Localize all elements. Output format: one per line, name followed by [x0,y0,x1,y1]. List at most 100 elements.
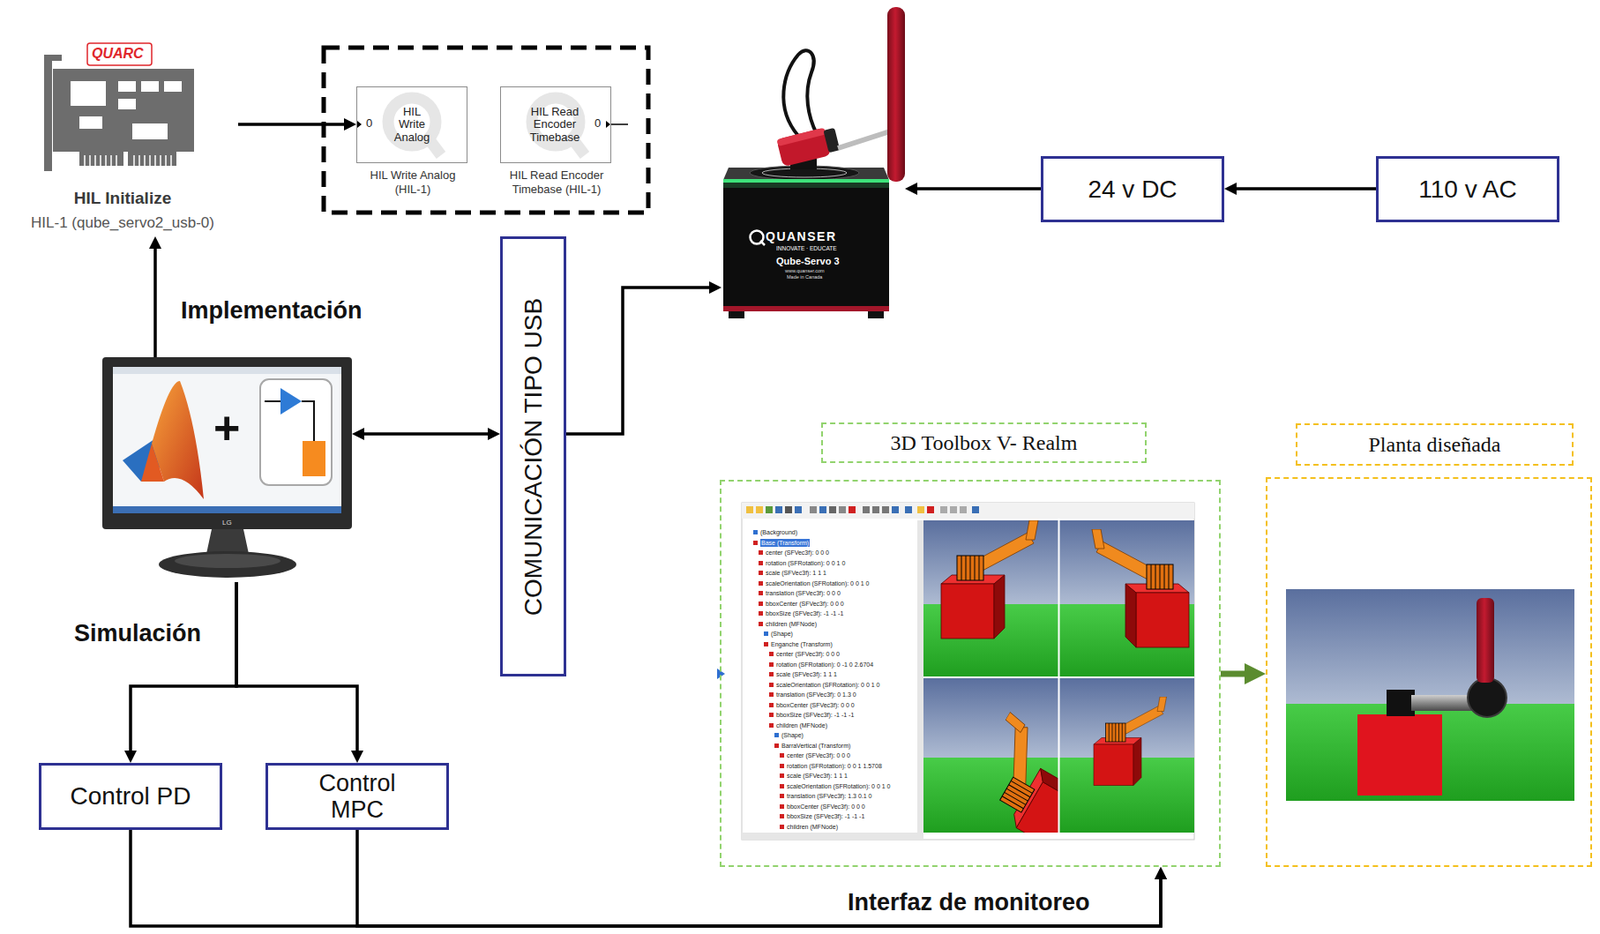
computer-monitor: +LG [102,357,352,583]
connector [912,186,1041,191]
simulink-group [323,47,649,213]
qube-servo-device-part-part [776,127,826,147]
vrealm-screenshot-part-part [1091,529,1189,648]
tree-icon [769,702,774,708]
simulink-block: HIL Read Encoder Timebase0HIL Read Encod… [500,86,612,164]
computer-monitor-part [301,401,315,442]
simulink-group-part [388,97,436,146]
connector [358,432,494,436]
vrealm-screenshot-part-part [959,506,967,514]
block-name: HIL Initialize [7,188,239,209]
tree-icon [769,651,774,657]
vrealm-screenshot-part-part [923,678,1059,758]
slogan-text: INNOVATE · EDUCATE [776,245,838,252]
pci-card-icon-part-part [83,155,86,166]
pci-card-icon-part [118,98,136,110]
scene-tree-line: children (MFNode) [765,620,817,629]
qube-servo-device-part [783,50,817,136]
scene-tree-line: translation (SFVec3f): 0 1.3 0 [776,690,857,699]
block-text: HIL Read Encoder Timebase [526,105,584,144]
box-label: Control PD [70,782,192,811]
pci-card-icon-part [44,54,53,172]
scene-tree-line: BarraVertical (Transform) [781,741,851,750]
block-parameter: HIL-1 (qube_servo2_usb-0) [7,214,239,232]
power-box: 110 v AC [1375,156,1560,223]
pci-card-icon-part-part [110,155,113,166]
simulink-group-part [357,120,362,128]
tree-icon [758,560,763,566]
qube-servo-device-part [728,311,745,319]
tree-icon [758,550,763,555]
scene-tree-line: center (SFVec3f): 0 0 0 [776,650,840,658]
connector [130,582,237,756]
website-text: www.quanser.com [785,268,825,274]
computer-monitor-part [102,357,352,530]
computer-monitor-part [112,506,342,514]
pci-card-icon-part [118,81,136,92]
scene-tree-line: scale (SFVec3f): 1 1 1 [786,771,848,780]
controller-box: Control MPC [265,762,449,830]
designed-plant-render-part [1285,589,1575,704]
vrealm-screenshot-part-part [1093,696,1167,786]
tree-icon [779,753,785,758]
pci-card-icon-part [70,81,106,106]
tree-icon [779,793,785,799]
qube-servo-device: QUANSERINNOVATE · EDUCATEQube-Servo 3www… [721,5,905,322]
qube-servo-device-part-part [776,127,831,168]
qube-servo-device-part [776,125,841,167]
scene-tree-line: bboxCenter (SFVec3f): 0 0 0 [765,599,845,608]
pci-card-icon-part [123,151,128,166]
scene-tree-line: center (SFVec3f): 0 0 0 [786,751,851,760]
vrealm-screenshot-part-part [941,520,1039,639]
tree-icon [758,601,763,606]
pci-card-icon-part-part [154,155,157,166]
tree-icon [769,682,774,688]
computer-monitor-part [302,441,326,477]
scene-tree-line: rotation (SFRotation): 0 -1 0 2.6704 [776,660,874,669]
scene-tree-line: (Shape) [781,731,804,740]
computer-monitor [102,357,352,578]
brand-text: QUANSER [765,229,838,244]
tree-icon [779,824,785,830]
scene-tree-line: bboxSize (SFVec3f): -1 -1 -1 [776,710,854,719]
vrealm-screenshot-part-part [829,506,837,514]
scene-tree-line: rotation (SFRotation): 0 0 1 0 [765,559,845,568]
connector [1220,671,1256,678]
panel-heading: Planta diseñada [1295,423,1574,466]
vrealm-screenshot-part-part [746,506,754,514]
scene-tree-line: translation (SFVec3f): 1.3 0.1 0 [786,792,873,800]
panel-heading: 3D Toolbox V- Realm [821,422,1147,464]
pci-card-icon-part [84,155,172,166]
qube-servo-device-part [867,311,884,319]
tree-icon [758,570,763,576]
pci-card-icon-part [132,123,168,140]
computer-monitor-part [112,366,342,514]
scene-tree-line: scale (SFVec3f): 1 1 1 [776,670,838,679]
vrealm-screenshot [717,502,1195,856]
pci-card-icon-part-part [99,155,102,166]
simulink-group-part [323,47,649,213]
connector [236,582,358,756]
tree-icon [758,590,763,596]
vertical-label: COMUNICACIÓN TIPO USB [519,297,548,615]
qube-servo-device-part [723,182,890,188]
pci-card-icon-part-part [133,155,135,166]
pci-card-icon-part [164,81,182,92]
qube-servo-device-part [760,240,765,246]
connector [153,243,158,358]
usb-box: COMUNICACIÓN TIPO USB [500,236,567,677]
vrealm-screenshot-part-part [917,506,925,514]
box-label: 24 v DC [1087,175,1177,204]
designed-plant-render-part [1285,703,1575,801]
qube-servo-device-part [723,179,890,311]
qube-servo-device-part [723,179,890,183]
scene-tree-line: scale (SFVec3f): 1 1 1 [765,568,827,577]
vrealm-screenshot-part [923,520,1195,833]
vrealm-screenshot-part-part [838,506,846,514]
vrealm-screenshot-part-part [848,506,856,514]
pci-card-icon-part-part [149,155,151,166]
connector [566,287,715,434]
connector [1231,186,1376,191]
computer-monitor-part [280,388,302,415]
pci-card-icon-part [79,116,103,129]
